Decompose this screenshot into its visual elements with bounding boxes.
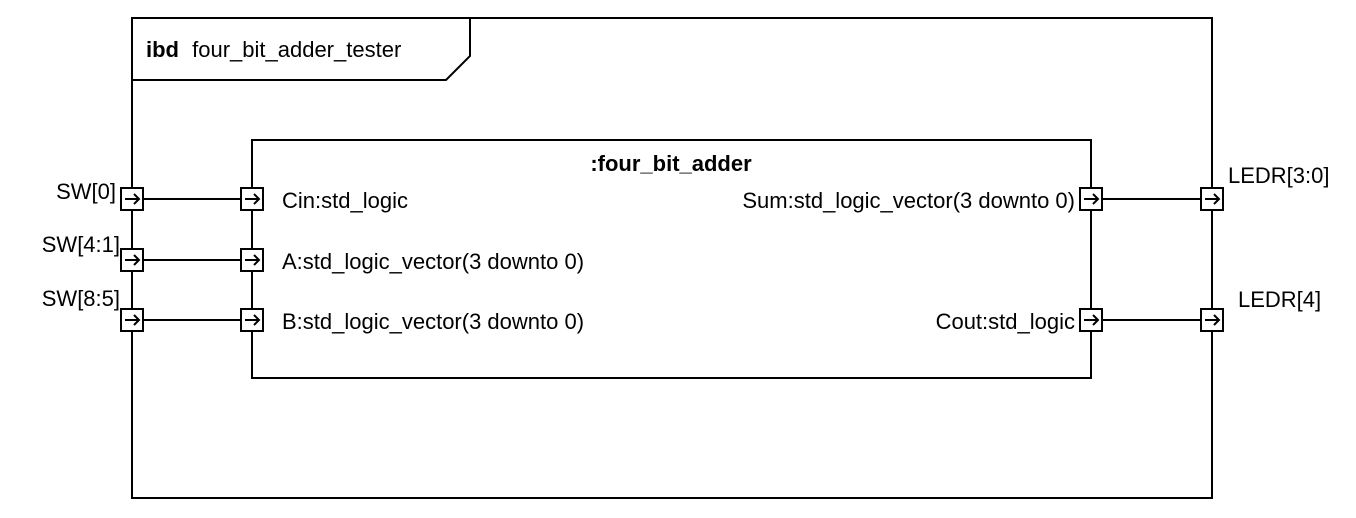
- port-arrow-icon: [1205, 193, 1221, 205]
- label-sw85: SW[8:5]: [42, 286, 120, 311]
- port-cout[interactable]: [1079, 308, 1103, 332]
- port-cin[interactable]: [240, 187, 264, 211]
- label-sw0: SW[0]: [56, 179, 116, 204]
- port-ledr4[interactable]: [1200, 308, 1224, 332]
- port-arrow-icon: [245, 193, 261, 205]
- port-a[interactable]: [240, 248, 264, 272]
- port-arrow-icon: [125, 314, 141, 326]
- label-cout: Cout:std_logic: [936, 309, 1075, 334]
- port-arrow-icon: [245, 314, 261, 326]
- port-arrow-icon: [1084, 193, 1100, 205]
- port-ledr30[interactable]: [1200, 187, 1224, 211]
- label-sw41: SW[4:1]: [42, 232, 120, 257]
- label-ledr30: LEDR[3:0]: [1228, 163, 1330, 188]
- label-a: A:std_logic_vector(3 downto 0): [282, 249, 584, 274]
- port-arrow-icon: [125, 193, 141, 205]
- label-ledr4: LEDR[4]: [1238, 287, 1321, 312]
- block-title: :four_bit_adder: [590, 151, 752, 176]
- port-arrow-icon: [245, 254, 261, 266]
- port-arrow-icon: [1084, 314, 1100, 326]
- port-sw85[interactable]: [120, 308, 144, 332]
- frame-name: four_bit_adder_tester: [192, 37, 401, 62]
- port-arrow-icon: [1205, 314, 1221, 326]
- frame-title-tab: [132, 18, 471, 81]
- port-b[interactable]: [240, 308, 264, 332]
- port-sw41[interactable]: [120, 248, 144, 272]
- label-sum: Sum:std_logic_vector(3 downto 0): [742, 188, 1075, 213]
- label-b: B:std_logic_vector(3 downto 0): [282, 309, 584, 334]
- port-sum[interactable]: [1079, 187, 1103, 211]
- frame-title: ibd four_bit_adder_tester: [146, 37, 401, 62]
- frame-keyword: ibd: [146, 37, 179, 62]
- label-cin: Cin:std_logic: [282, 188, 408, 213]
- port-sw0[interactable]: [120, 187, 144, 211]
- port-arrow-icon: [125, 254, 141, 266]
